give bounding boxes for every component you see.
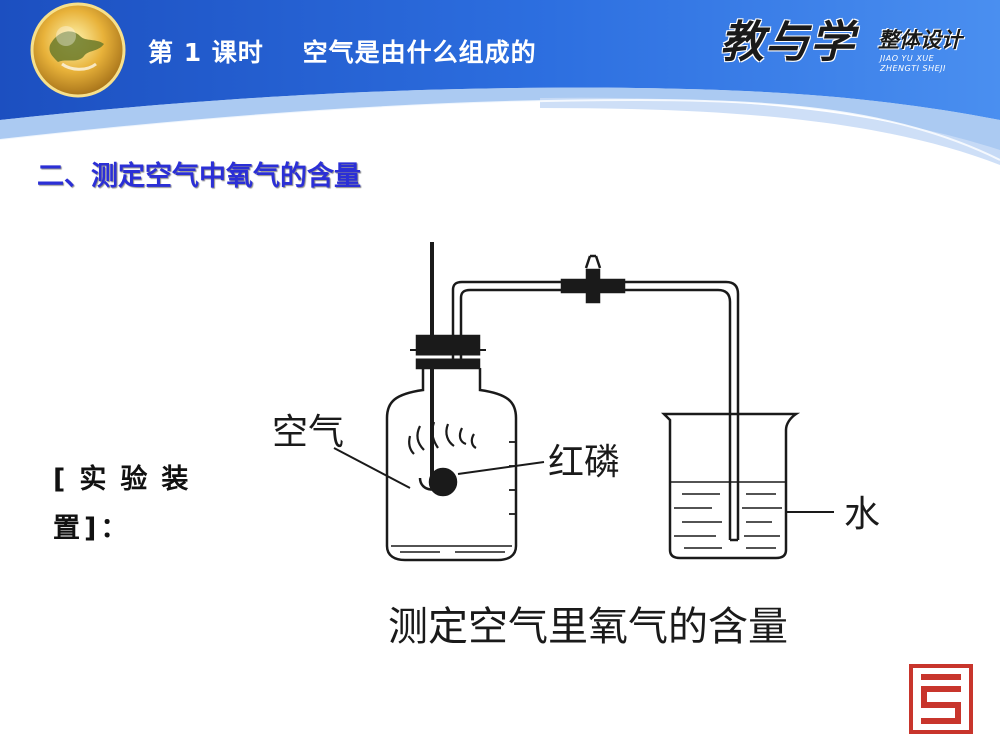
bottle xyxy=(385,368,518,562)
red-phosphorus xyxy=(428,467,458,497)
apparatus-diagram: 空气 红磷 水 测定空气里氧气的含量 xyxy=(272,242,880,650)
combustion-smoke xyxy=(408,421,477,455)
diagram-caption: 测定空气里氧气的含量 xyxy=(388,604,788,650)
connecting-tube xyxy=(451,280,740,540)
label-air: 空气 xyxy=(272,412,344,453)
label-water: 水 xyxy=(844,494,880,535)
brand-sub-text: 整体设计 xyxy=(878,27,962,52)
brand-pinyin-line-1: JIAO YU XUE xyxy=(880,54,935,63)
bottle-water xyxy=(391,545,512,553)
apparatus-label-line-2: 置]： xyxy=(53,513,132,544)
leader-line-air xyxy=(333,447,411,489)
lesson-title: 第 1 课时 空气是由什么组成的 xyxy=(148,38,537,67)
rubber-stopper xyxy=(415,334,481,370)
section-heading: 二、测定空气中氧气的含量 xyxy=(37,161,361,192)
brand-logo: 教与学 整体设计 JIAO YU XUE ZHENGTI SHEJI xyxy=(720,18,990,78)
apparatus-label-line-1: [实验装 xyxy=(53,464,203,495)
beaker-water xyxy=(670,481,786,549)
brand-pinyin-line-2: ZHENGTI SHEJI xyxy=(880,64,946,73)
header-banner xyxy=(0,0,1000,165)
brand-main-text: 教与学 xyxy=(720,17,855,68)
label-red-phosphorus: 红磷 xyxy=(548,442,620,483)
beaker xyxy=(660,412,801,560)
globe-disc-icon xyxy=(30,2,126,98)
leader-line-phosphorus xyxy=(457,461,545,475)
spring-clamp xyxy=(560,254,626,304)
seal-stamp-icon xyxy=(909,664,973,734)
